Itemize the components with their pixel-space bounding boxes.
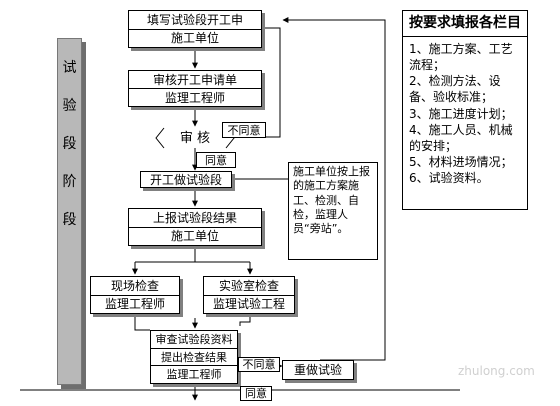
stage-label-column: 试 验 段 阶 段 <box>57 38 82 385</box>
step-submit-application: 填写试验段开工申 施工单位 <box>128 10 262 48</box>
watermark: zhulong.com <box>458 364 535 378</box>
label-agree-1: 同意 <box>196 152 236 168</box>
step-review-application: 审核开工申请单 监理工程师 <box>128 70 262 107</box>
step-actor: 监理工程师 <box>164 90 225 105</box>
step-actor: 施工单位 <box>170 229 219 244</box>
step-text: 审核开工申请单 <box>129 71 261 89</box>
step-actor: 监理试验工程 <box>212 297 285 312</box>
step-actor: 监理工程师 <box>104 297 165 312</box>
stage-label-char: 验 <box>62 98 77 114</box>
step-redo-trial: 重做试验 <box>282 360 354 380</box>
step-text: 提出检查结果 <box>151 349 237 367</box>
requirements-title: 按要求填报各栏目 <box>403 11 527 37</box>
review-decision-text: 审 核 <box>180 131 210 146</box>
label-agree-2: 同意 <box>240 386 272 401</box>
requirement-item: 4、施工人员、机械的安排； <box>409 122 513 154</box>
requirement-item: 1、施工方案、工艺流程； <box>409 41 513 73</box>
step-text: 填写试验段开工申 <box>129 11 261 30</box>
requirement-item: 2、检测方法、设备、验收标准； <box>409 74 501 105</box>
step-review-trial-data: 审查试验段资料 提出检查结果 监理工程师 <box>150 330 238 384</box>
step-text: 审查试验段资料 <box>151 331 237 349</box>
step-text: 现场检查 <box>91 277 179 296</box>
stage-label-char: 段 <box>62 136 77 152</box>
requirement-item: 3、施工进度计划； <box>409 106 513 121</box>
requirements-note: 按要求填报各栏目 1、施工方案、工艺流程； 2、检测方法、设备、验收标准； 3、… <box>402 10 528 210</box>
stage-label-char: 试 <box>62 60 77 76</box>
step-actor: 施工单位 <box>170 31 219 46</box>
step-actor: 监理工程师 <box>166 368 222 382</box>
requirement-item: 5、材料进场情况； <box>409 155 513 170</box>
label-disagree-1: 不同意 <box>222 122 266 138</box>
step-text: 实验室检查 <box>204 277 294 296</box>
label-disagree-2: 不同意 <box>238 357 280 372</box>
step-site-inspection: 现场检查 监理工程师 <box>90 276 180 314</box>
stage-label-char: 阶 <box>62 174 77 190</box>
step-start-trial: 开工做试验段 <box>140 171 232 188</box>
stage-label-char: 段 <box>62 212 77 228</box>
supervision-note: 施工单位按上报的施工方案施工、检测、自检，监理人员“旁站”。 <box>288 162 378 260</box>
step-lab-inspection: 实验室检查 监理试验工程 <box>203 276 295 314</box>
requirement-item: 6、试验资料。 <box>409 171 489 186</box>
step-text: 上报试验段结果 <box>129 209 261 228</box>
step-report-results: 上报试验段结果 施工单位 <box>128 208 262 246</box>
